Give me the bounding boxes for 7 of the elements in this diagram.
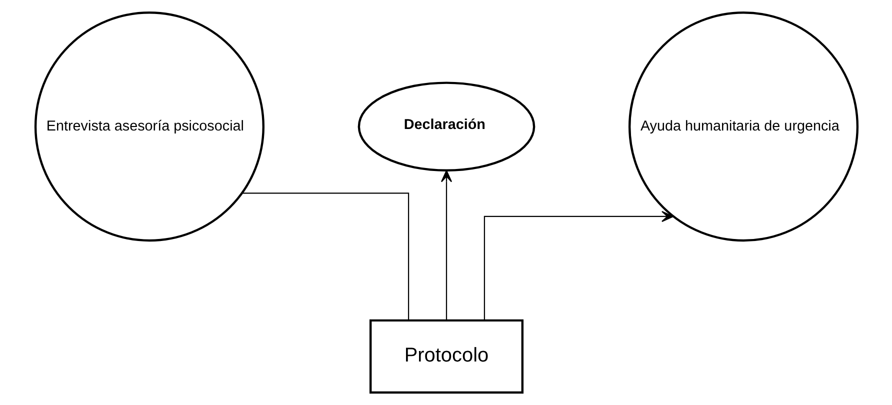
node-circle: Ayuda humanitaria de urgencia — [628, 12, 858, 242]
arrow — [440, 170, 452, 320]
arrow — [483, 210, 674, 320]
node-circle: Entrevista asesoría psicosocial — [34, 12, 264, 242]
connector — [242, 192, 409, 320]
node-box: Protocolo — [368, 319, 524, 394]
node-ellipse: Declaración — [357, 82, 535, 172]
